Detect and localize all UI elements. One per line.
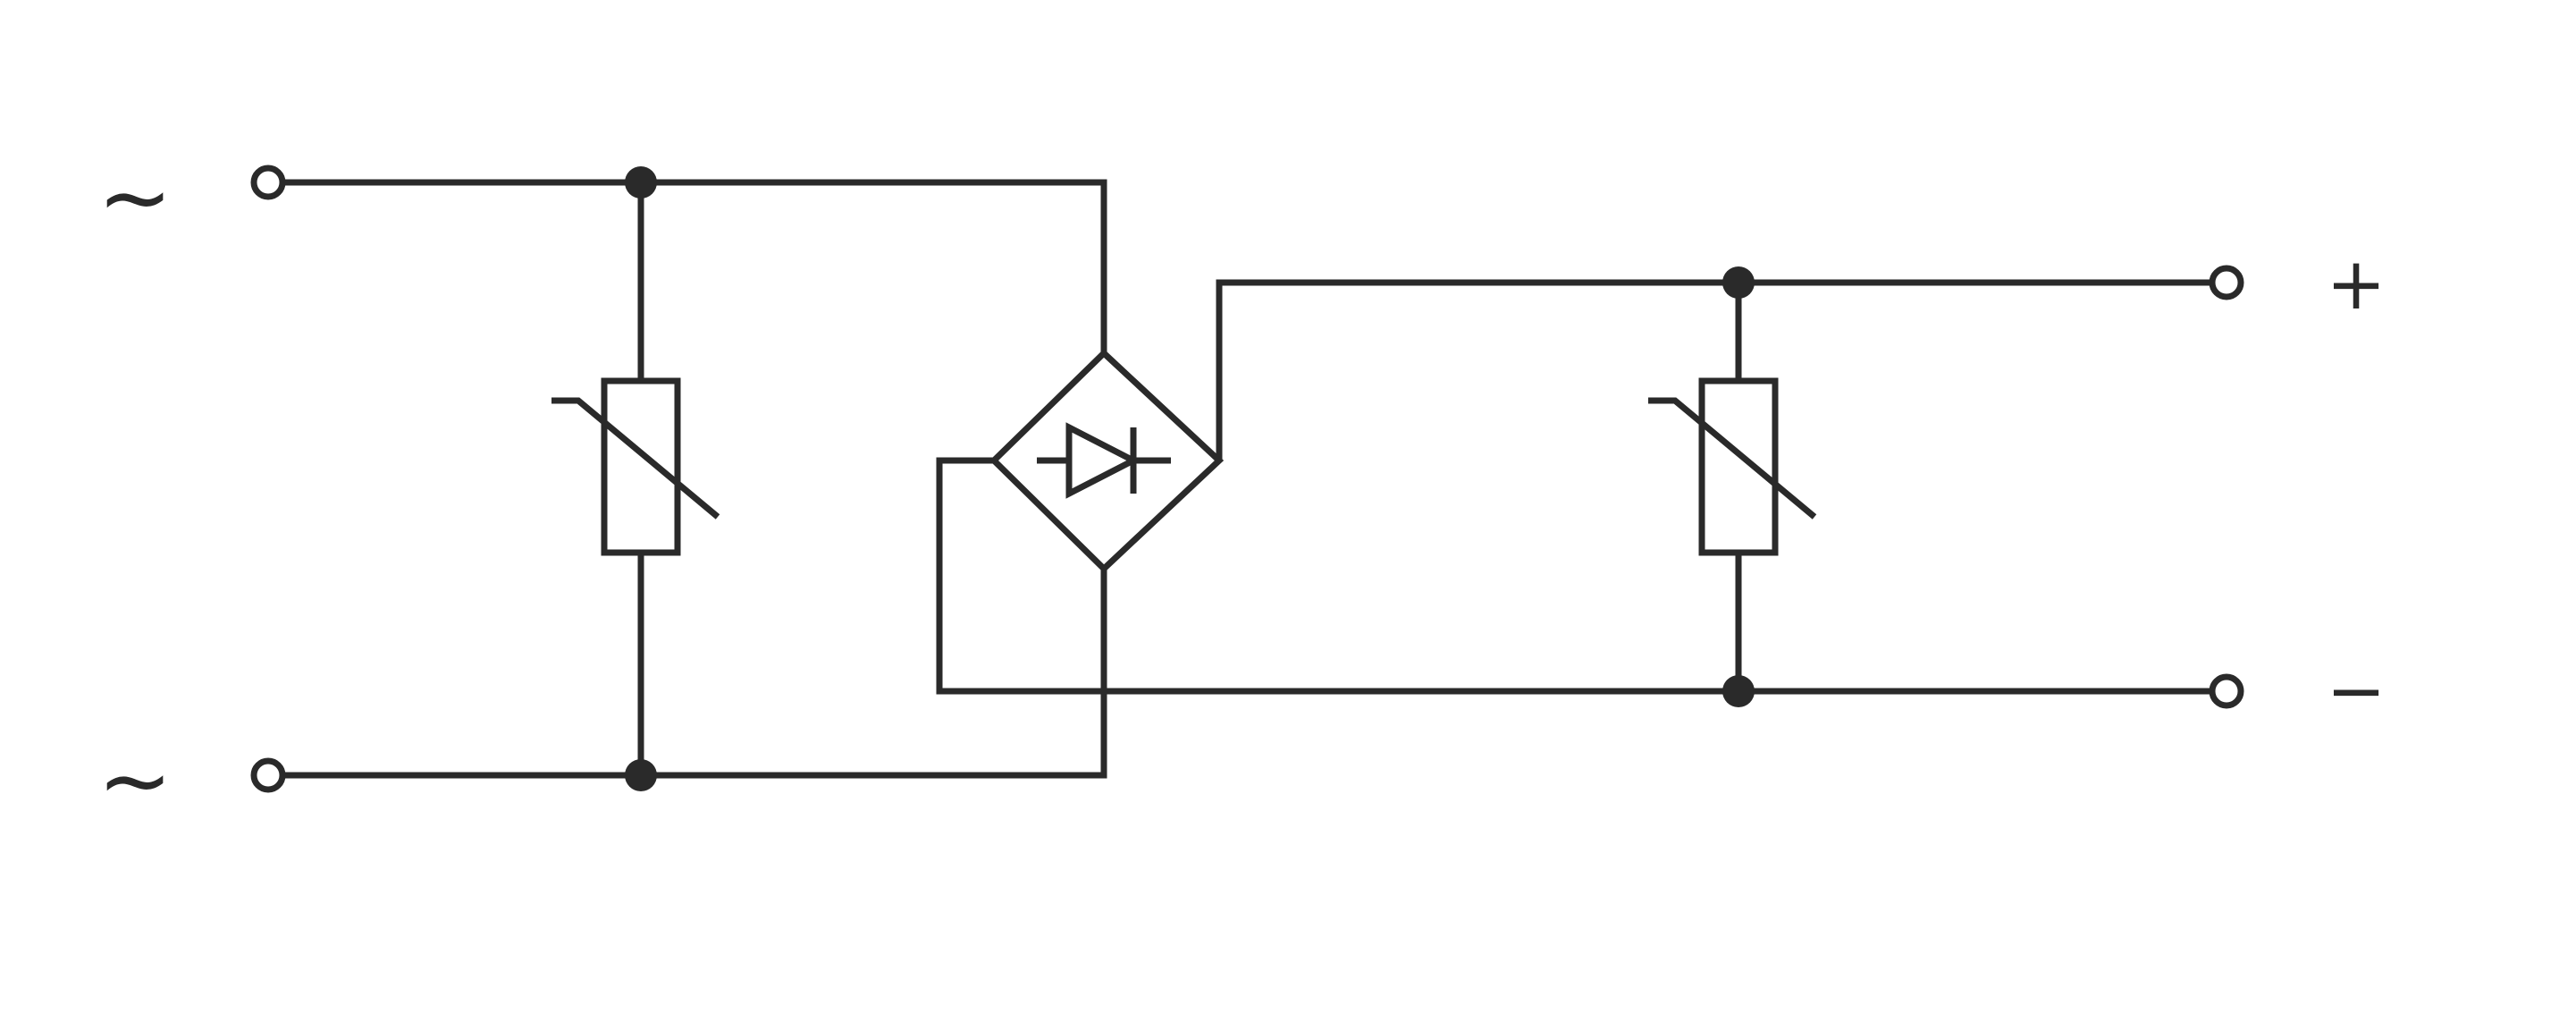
dc-minus-label: − [2326, 649, 2386, 732]
wire-ac-bottom [282, 569, 1107, 779]
diode-triangle [1065, 422, 1141, 499]
bridge-rectifier [989, 349, 1225, 573]
dc-output-minus-line: − [936, 457, 2387, 732]
ac-terminal-top [250, 165, 286, 200]
dc-terminal-minus [2209, 673, 2244, 709]
dc-terminal-plus [2209, 265, 2244, 300]
varistor-left [551, 182, 720, 775]
diode-symbol [1037, 422, 1171, 499]
ac-input-bottom-label: ~ [97, 728, 173, 832]
varistor-right-body [1698, 377, 1779, 556]
dc-plus-label: + [2326, 242, 2386, 325]
wire-dc-minus [936, 457, 2212, 695]
varistor-right [1648, 283, 1817, 691]
ac-input-top-line: ~ [97, 145, 1107, 353]
wire-dc-plus [1216, 279, 2212, 461]
wire-ac-top [282, 179, 1107, 353]
ac-input-top-label: ~ [97, 145, 173, 249]
ac-input-bottom-line: ~ [97, 569, 1107, 832]
ac-terminal-bottom [250, 757, 286, 793]
varistor-left-strike [551, 397, 720, 520]
varistor-left-body [601, 377, 681, 556]
varistor-right-strike [1648, 397, 1817, 520]
dc-output-plus-line: + [1216, 242, 2387, 461]
